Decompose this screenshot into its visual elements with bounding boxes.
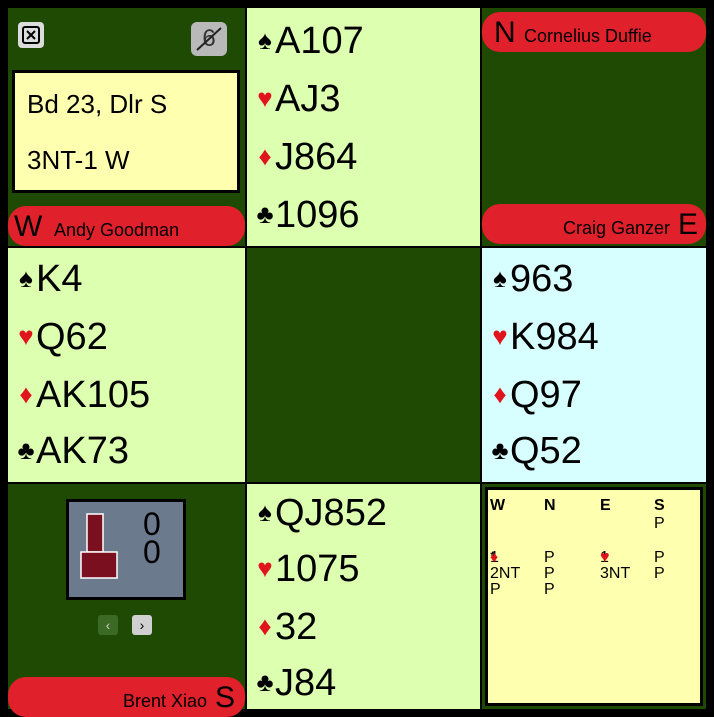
club-icon: ♣: [17, 435, 35, 465]
player-north-pill: N Cornelius Duffie: [482, 12, 706, 52]
call-r1-e-level: 1: [600, 549, 609, 566]
heart-icon: ♥: [492, 321, 508, 351]
west-spades[interactable]: ♠K4: [16, 260, 82, 298]
south-spades[interactable]: ♠QJ852: [255, 494, 387, 532]
score-panel: 0 0 ‹ › Brent Xiao S: [8, 484, 245, 717]
east-diamonds[interactable]: ♦Q97: [490, 374, 582, 416]
auction-header-w: W: [490, 497, 506, 514]
player-south-name: Brent Xiao: [122, 691, 207, 711]
east-hand: ♠963 ♥K984 ♦Q97 ♣Q52: [482, 248, 706, 482]
diamond-icon: ♦: [19, 379, 33, 409]
auction-header-e: E: [600, 497, 611, 514]
call-r3-n: P: [544, 581, 555, 598]
south-hearts[interactable]: ♥1075: [255, 548, 360, 590]
player-west-pill: W Andy Goodman: [8, 206, 245, 246]
next-button[interactable]: ›: [132, 615, 152, 635]
north-diamonds-cards: J864: [275, 136, 358, 178]
call-r0-s: P: [654, 515, 665, 532]
heart-icon: ♥: [18, 321, 34, 351]
auction-header-s: S: [654, 497, 665, 514]
west-hearts-cards: Q62: [36, 316, 108, 358]
south-hand: ♠QJ852 ♥1075 ♦32 ♣J84: [247, 484, 480, 709]
diamond-icon: ♦: [258, 141, 272, 171]
east-clubs-cards: Q52: [510, 430, 582, 472]
east-spades-cards: 963: [510, 258, 574, 300]
heart-icon: ♥: [257, 553, 273, 583]
contract-result-text: 3NT-1 W: [27, 145, 130, 175]
call-r1-n: P: [544, 549, 555, 566]
call-r3-w: P: [490, 581, 501, 598]
east-hearts-cards: K984: [510, 316, 599, 358]
table-center: [247, 248, 480, 482]
south-spades-cards: QJ852: [275, 492, 387, 534]
alert-marker: *: [490, 549, 495, 563]
spade-icon: ♠: [258, 497, 272, 527]
west-diamonds-cards: AK105: [36, 374, 151, 416]
call-r2-s: P: [654, 565, 665, 582]
north-diamonds[interactable]: ♦J864: [255, 138, 357, 176]
call-r2-n: P: [544, 565, 555, 582]
auction-header-n: N: [544, 497, 556, 514]
player-north-name: Cornelius Duffie: [524, 26, 652, 46]
score-bottom: 0: [143, 534, 161, 570]
club-icon: ♣: [256, 667, 274, 697]
east-clubs[interactable]: ♣Q52: [490, 430, 582, 472]
east-diamonds-cards: Q97: [510, 374, 582, 416]
score-box: 0 0: [66, 499, 186, 600]
call-r2-w: 2NT: [490, 565, 521, 582]
north-hearts-cards: AJ3: [275, 78, 341, 120]
west-diamonds[interactable]: ♦AK105: [16, 376, 150, 414]
north-hearts[interactable]: ♥AJ3: [255, 80, 340, 118]
trick-counter-icon: [80, 513, 118, 579]
south-clubs[interactable]: ♣J84: [255, 664, 336, 702]
heart-icon: ♥: [600, 549, 610, 566]
spade-icon: ♠: [258, 25, 272, 55]
north-clubs[interactable]: ♣1096: [255, 194, 360, 236]
board-info-box: Bd 23, Dlr S 3NT-1 W: [12, 70, 240, 193]
undo-counter-icon[interactable]: 6: [191, 22, 227, 56]
club-icon: ♣: [256, 199, 274, 229]
south-diamonds-cards: 32: [275, 606, 318, 648]
auction-box: W N E S P 1♦* P 1♥ P 2NT P 3NT P P P: [485, 487, 703, 706]
auction-panel: W N E S P 1♦* P 1♥ P 2NT P 3NT P P P: [482, 484, 706, 709]
close-icon[interactable]: [18, 22, 44, 48]
diamond-icon: ♦: [493, 379, 507, 409]
player-south-pill: Brent Xiao S: [8, 677, 245, 717]
call-r1-w-level: 1: [490, 549, 499, 566]
north-spades[interactable]: ♠A107: [255, 22, 364, 60]
spade-icon: ♠: [19, 263, 33, 293]
east-hearts[interactable]: ♥K984: [490, 316, 599, 358]
player-west-name: Andy Goodman: [54, 220, 180, 240]
north-clubs-cards: 1096: [275, 194, 360, 236]
score-top: 0: [143, 506, 161, 542]
player-east-pill: Craig Ganzer E: [482, 204, 706, 244]
east-spades[interactable]: ♠963: [490, 260, 573, 298]
west-hand: ♠K4 ♥Q62 ♦AK105 ♣AK73: [8, 248, 245, 482]
player-east-name: Craig Ganzer: [562, 218, 670, 238]
player-south-dir: S: [214, 681, 235, 714]
board-info-panel: 6 Bd 23, Dlr S 3NT-1 W W Andy Goodman: [8, 8, 245, 246]
north-spades-cards: A107: [275, 20, 364, 62]
diamond-icon: ♦: [258, 611, 272, 641]
board-dealer-text: Bd 23, Dlr S: [27, 89, 168, 119]
diamond-icon: ♦: [490, 549, 499, 566]
west-spades-cards: K4: [36, 258, 83, 300]
west-hearts[interactable]: ♥Q62: [16, 318, 108, 356]
prev-button[interactable]: ‹: [98, 615, 118, 635]
player-north-dir: N: [494, 16, 516, 49]
call-r1-s: P: [654, 549, 665, 566]
heart-icon: ♥: [257, 83, 273, 113]
club-icon: ♣: [491, 435, 509, 465]
south-clubs-cards: J84: [275, 662, 337, 704]
south-hearts-cards: 1075: [275, 548, 360, 590]
north-hand: ♠A107 ♥AJ3 ♦J864 ♣1096: [247, 8, 480, 246]
player-east-dir: E: [677, 208, 698, 241]
west-clubs[interactable]: ♣AK73: [16, 432, 129, 470]
call-r2-e: 3NT: [600, 565, 631, 582]
spade-icon: ♠: [493, 263, 507, 293]
north-east-panel: N Cornelius Duffie Craig Ganzer E: [482, 8, 706, 246]
player-west-dir: W: [14, 210, 43, 243]
west-clubs-cards: AK73: [36, 430, 129, 472]
south-diamonds[interactable]: ♦32: [255, 608, 317, 646]
